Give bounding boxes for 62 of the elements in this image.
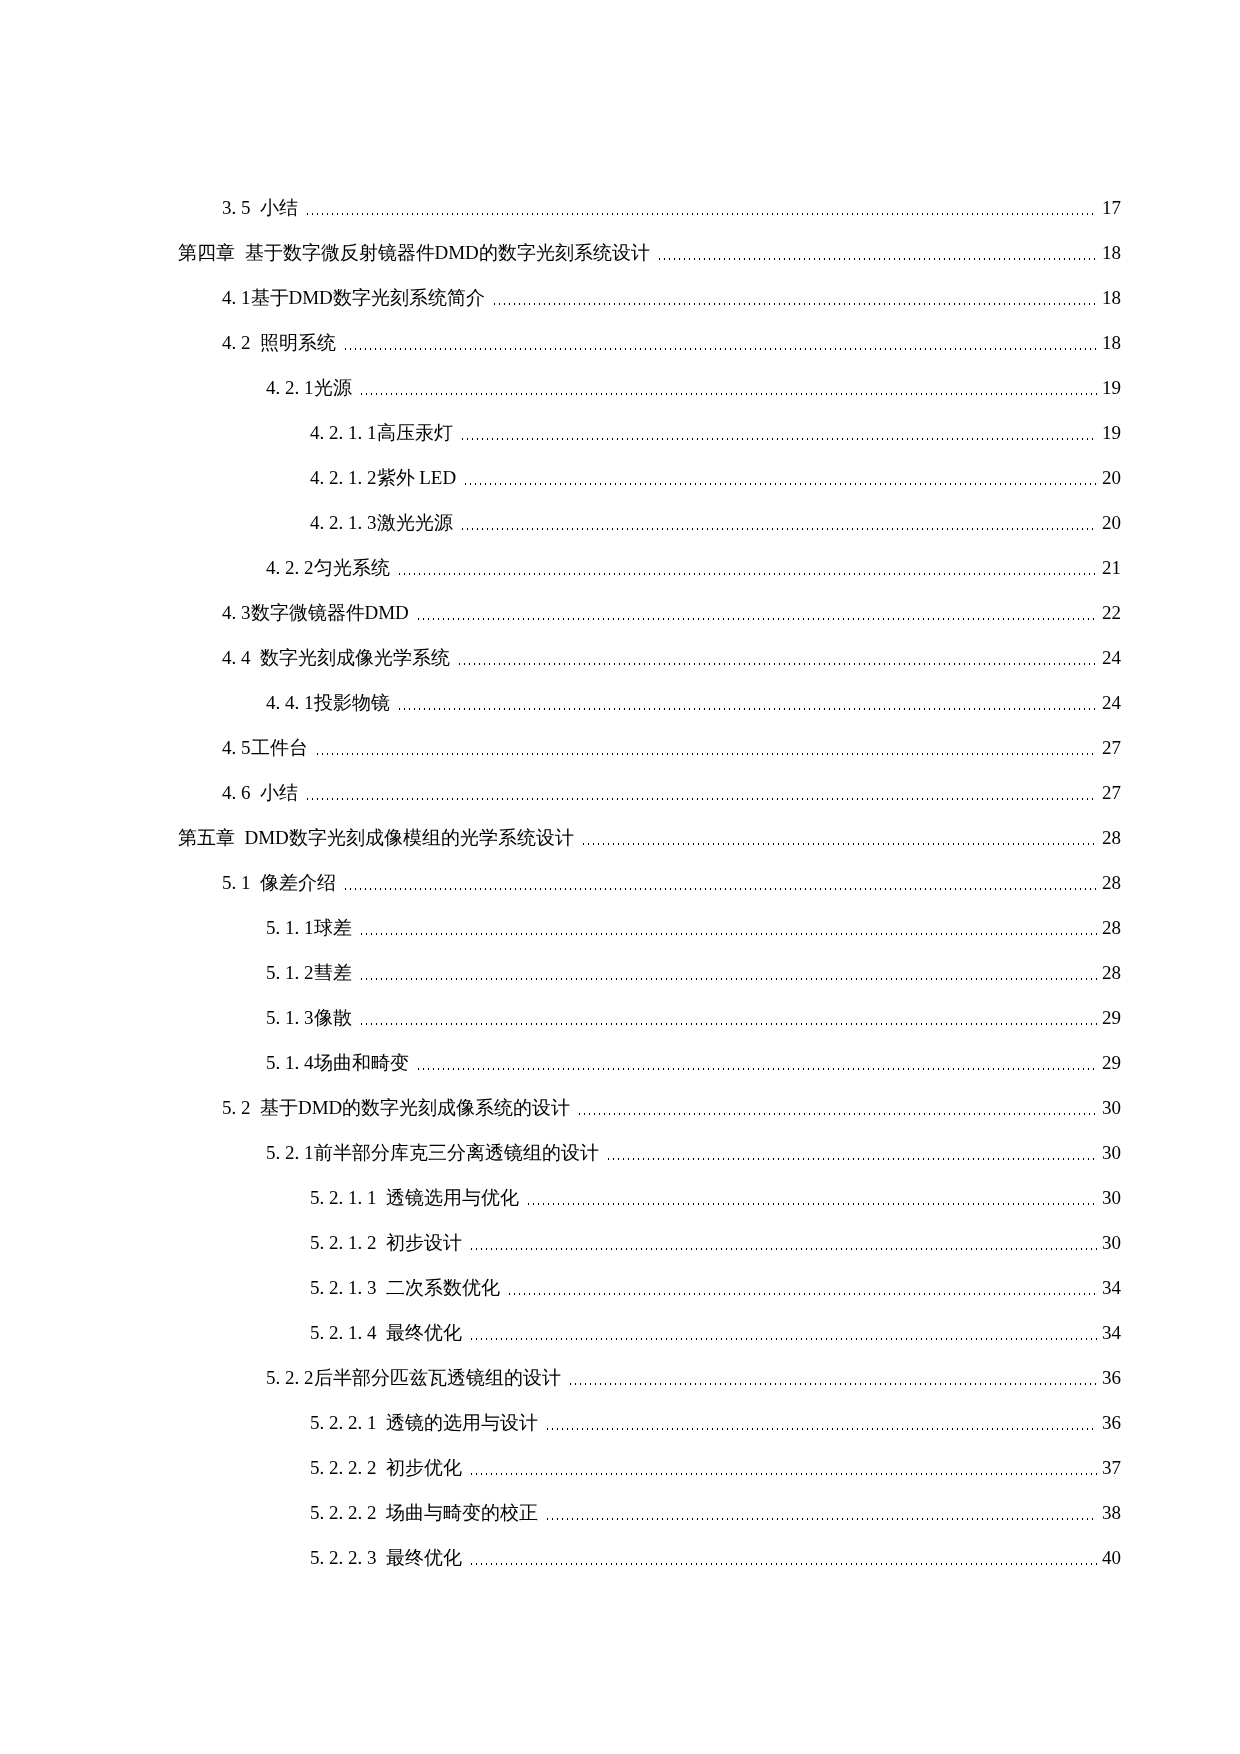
toc-entry-title: 4. 2. 2匀光系统 — [266, 556, 390, 580]
toc-entry-title: 5. 2. 1. 2 初步设计 — [310, 1231, 462, 1255]
toc-entry-title: 4. 2. 1. 1高压汞灯 — [310, 421, 453, 445]
page-number: 28 — [1102, 871, 1121, 895]
page-number: 19 — [1102, 421, 1121, 445]
toc-entry-title: 5. 1 像差介绍 — [222, 871, 336, 895]
toc-entry-title: 5. 2 基于DMD的数字光刻成像系统的设计 — [222, 1096, 571, 1120]
page-number: 18 — [1102, 331, 1121, 355]
toc-entry-title: 5. 2. 1. 3 二次系数优化 — [310, 1276, 500, 1300]
page-number: 19 — [1102, 376, 1121, 400]
page-number: 36 — [1102, 1411, 1121, 1435]
page-number: 24 — [1102, 646, 1121, 670]
page-number: 30 — [1102, 1141, 1121, 1165]
toc-entry-title: 4. 2. 1光源 — [266, 376, 352, 400]
page-number: 28 — [1102, 916, 1121, 940]
page-number: 34 — [1102, 1321, 1121, 1345]
toc-entry-title: 5. 2. 1. 1 透镜选用与优化 — [310, 1186, 519, 1210]
page-number: 22 — [1102, 601, 1121, 625]
page-number: 29 — [1102, 1006, 1121, 1030]
toc-entry-title: 4. 2. 1. 3激光光源 — [310, 511, 453, 535]
page-number: 30 — [1102, 1186, 1121, 1210]
toc-entry-title: 5. 1. 4场曲和畸变 — [266, 1051, 409, 1075]
toc-entry-title: 5. 2. 1. 4 最终优化 — [310, 1321, 462, 1345]
page-number: 17 — [1102, 196, 1121, 220]
page-number: 38 — [1102, 1501, 1121, 1525]
page-number: 28 — [1102, 961, 1121, 985]
page-number: 28 — [1102, 826, 1121, 850]
toc-entry-title: 5. 2. 2后半部分匹兹瓦透镜组的设计 — [266, 1366, 561, 1390]
page-number: 37 — [1102, 1456, 1121, 1480]
toc-entry-title: 4. 2. 1. 2紫外 LED — [310, 466, 457, 490]
page-number: 30 — [1102, 1096, 1121, 1120]
toc-entry-title: 5. 1. 1球差 — [266, 916, 352, 940]
toc-entry-title: 4. 3数字微镜器件DMD — [222, 601, 409, 625]
toc-entry-title: 5. 2. 2. 2 初步优化 — [310, 1456, 462, 1480]
toc-entry-title: 5. 2. 2. 2 场曲与畸变的校正 — [310, 1501, 538, 1525]
toc-entry-title: 4. 4 数字光刻成像光学系统 — [222, 646, 450, 670]
toc-entry-title: 5. 2. 1前半部分库克三分离透镜组的设计 — [266, 1141, 599, 1165]
toc-entry-title: 4. 1基于DMD数字光刻系统简介 — [222, 286, 485, 310]
toc-entry-title: 5. 2. 2. 3 最终优化 — [310, 1546, 462, 1570]
page-number: 21 — [1102, 556, 1121, 580]
page-number: 27 — [1102, 736, 1121, 760]
page-number: 20 — [1102, 466, 1121, 490]
page-number: 27 — [1102, 781, 1121, 805]
page-number: 20 — [1102, 511, 1121, 535]
toc-entry-title: 5. 2. 2. 1 透镜的选用与设计 — [310, 1411, 538, 1435]
toc-entry-title: 第四章 基于数字微反射镜器件DMD的数字光刻系统设计 — [178, 241, 650, 265]
toc-entry-title: 5. 1. 3像散 — [266, 1006, 352, 1030]
page-number: 30 — [1102, 1231, 1121, 1255]
toc-entry-title: 4. 2 照明系统 — [222, 331, 336, 355]
page-number: 24 — [1102, 691, 1121, 715]
toc-entry-title: 4. 4. 1投影物镜 — [266, 691, 390, 715]
page-number: 29 — [1102, 1051, 1121, 1075]
page-number: 40 — [1102, 1546, 1121, 1570]
toc-entry-title: 5. 1. 2彗差 — [266, 961, 352, 985]
toc-entry-title: 4. 5工件台 — [222, 736, 308, 760]
toc-entry-title: 第五章 DMD数字光刻成像模组的光学系统设计 — [178, 826, 574, 850]
page-number: 18 — [1102, 241, 1121, 265]
page-number: 34 — [1102, 1276, 1121, 1300]
toc-entry-title: 3. 5 小结 — [222, 196, 298, 220]
toc-entry-title: 4. 6 小结 — [222, 781, 298, 805]
page-number: 18 — [1102, 286, 1121, 310]
page-number: 36 — [1102, 1366, 1121, 1390]
